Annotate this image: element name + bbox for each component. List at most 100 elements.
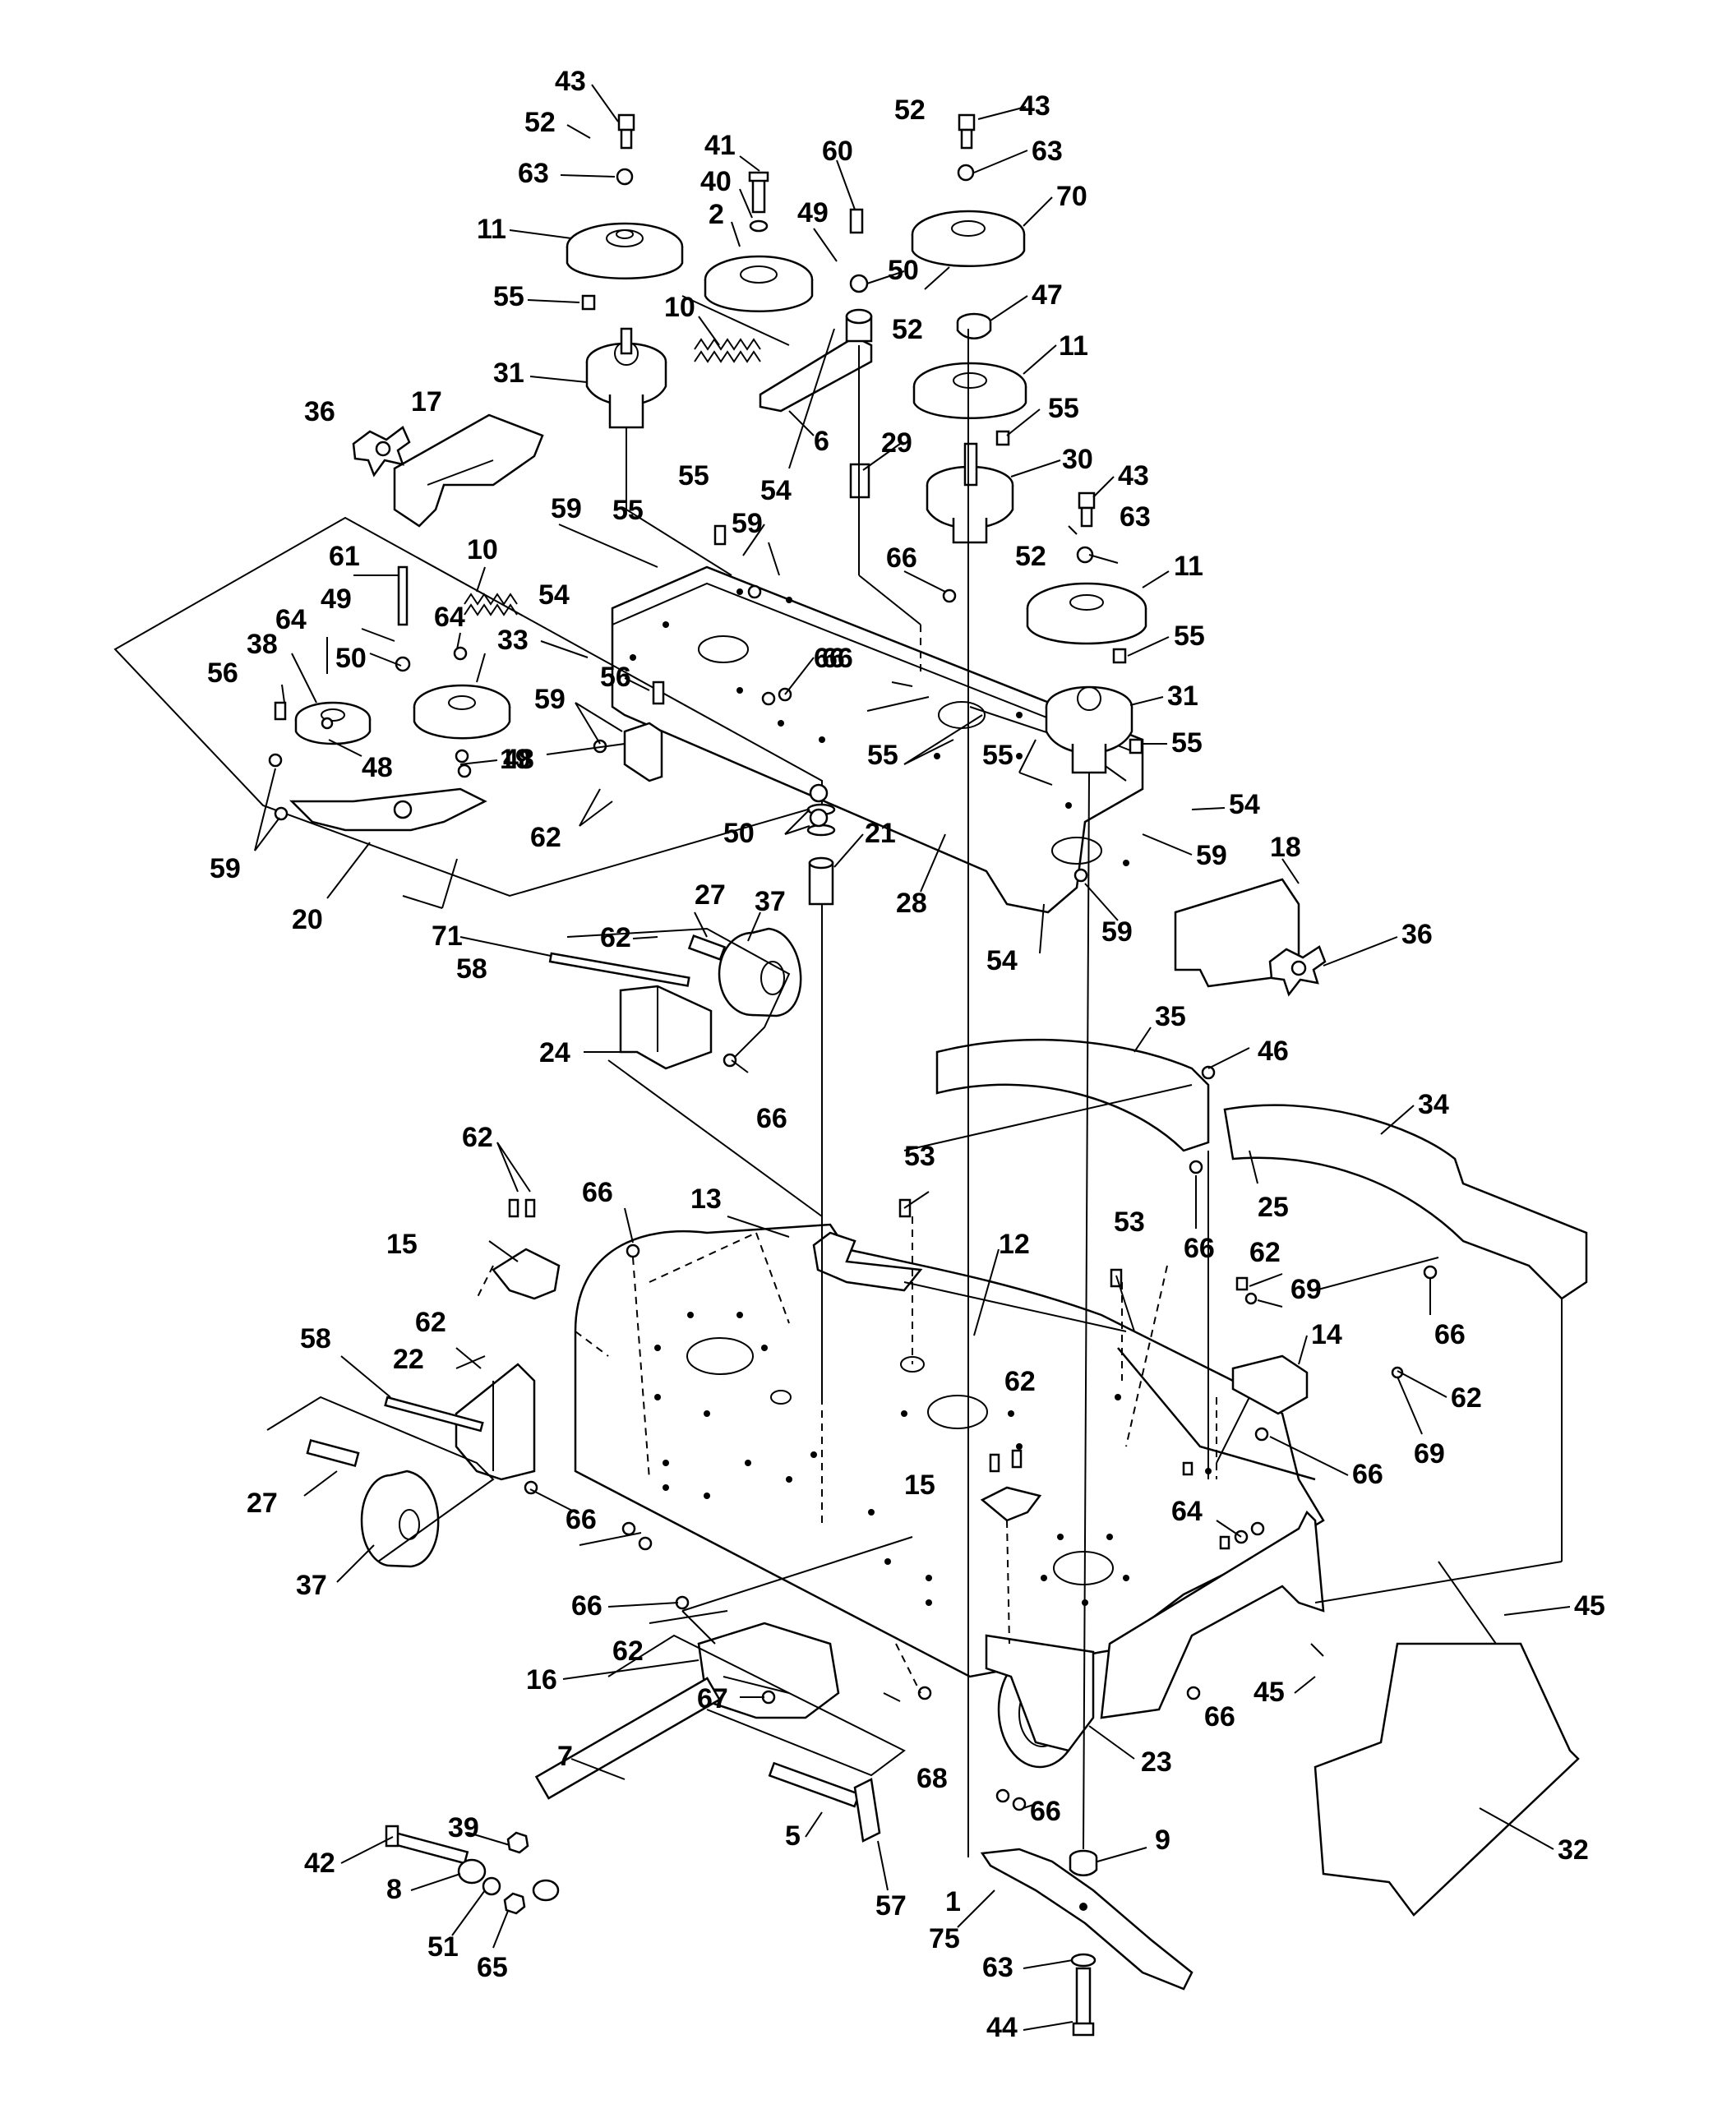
callout-11: 11 [1059, 330, 1088, 362]
callout-66: 66 [1352, 1459, 1383, 1490]
callout-45: 45 [1254, 1677, 1285, 1708]
callout-66: 66 [1184, 1233, 1215, 1264]
callout-41: 41 [704, 130, 736, 161]
callout-21: 21 [865, 818, 896, 849]
callout-56: 56 [207, 657, 238, 689]
callout-63: 63 [1032, 136, 1063, 167]
bolt-58-lower [384, 1396, 484, 1433]
callout-75: 75 [929, 1923, 960, 1954]
callout-52: 52 [524, 107, 556, 138]
callout-10: 10 [467, 534, 498, 565]
callout-52: 52 [894, 95, 926, 126]
callout-23: 23 [1141, 1746, 1172, 1778]
callout-58: 58 [456, 953, 487, 985]
callout-44: 44 [986, 2012, 1018, 2043]
wheel-callout-frame-upper [566, 927, 791, 1061]
bracket-15-left [492, 1248, 561, 1300]
washer-51 [482, 1876, 501, 1896]
callout-46: 46 [1258, 1036, 1289, 1067]
spacer-9 [1069, 1849, 1098, 1876]
callout-52: 52 [892, 314, 923, 345]
axle-callout-frame [607, 1634, 906, 1777]
axle-bracket-16 [697, 1622, 840, 1719]
callout-67: 67 [697, 1683, 728, 1714]
callout-45: 45 [1574, 1590, 1605, 1622]
callout-62: 62 [530, 822, 561, 853]
callout-59: 59 [1196, 840, 1227, 871]
callout-66: 66 [886, 542, 917, 574]
axle-7 [532, 1677, 722, 1902]
bracket-19 [623, 722, 663, 782]
callout-49: 49 [321, 584, 352, 615]
callout-36: 36 [304, 396, 335, 427]
callout-39: 39 [448, 1812, 479, 1843]
callout-labels: 43 52 63 11 55 31 41 40 2 60 49 50 10 6 … [207, 66, 1605, 2043]
callout-66: 66 [1204, 1701, 1235, 1733]
callout-64: 64 [1171, 1496, 1203, 1527]
callout-50: 50 [723, 818, 755, 849]
callout-62: 62 [1451, 1382, 1482, 1414]
nut-65 [503, 1892, 526, 1915]
callout-57: 57 [875, 1890, 907, 1922]
callout-68: 68 [916, 1763, 948, 1794]
chute-deflector-35 [935, 1038, 1210, 1152]
gauge-wheel-37-lower [306, 1438, 440, 1568]
idler-pulley-38 [294, 701, 372, 745]
roller-8 [457, 1858, 487, 1885]
bearing-47 [956, 312, 992, 339]
callout-49: 49 [797, 197, 829, 228]
belt-guard-18 [1174, 878, 1300, 988]
callout-15: 15 [386, 1229, 418, 1260]
callout-62: 62 [1249, 1237, 1281, 1268]
callout-51: 51 [427, 1931, 459, 1963]
belt-guard-17 [393, 413, 544, 528]
callout-33: 33 [497, 625, 529, 656]
caster-bracket-22 [455, 1363, 536, 1481]
callout-66: 66 [822, 643, 853, 674]
assembly-lines [476, 295, 1563, 1857]
idler-arm-6 [759, 308, 873, 413]
callout-66: 66 [756, 1103, 787, 1134]
callout-71: 71 [432, 920, 463, 952]
callout-63: 63 [982, 1952, 1013, 1983]
callout-61: 61 [329, 541, 360, 572]
knob-icon [352, 426, 411, 478]
callout-69: 69 [1290, 1274, 1322, 1305]
callout-62: 62 [1004, 1366, 1036, 1397]
callout-62: 62 [462, 1122, 493, 1153]
callout-59: 59 [732, 508, 763, 539]
callout-14: 14 [1311, 1319, 1342, 1350]
callout-70: 70 [1056, 181, 1087, 212]
callout-8: 8 [386, 1874, 402, 1905]
callout-43: 43 [1118, 460, 1149, 491]
callout-47: 47 [1032, 279, 1063, 311]
callout-34: 34 [1418, 1089, 1449, 1120]
callout-42: 42 [304, 1848, 335, 1879]
callout-66: 66 [582, 1177, 613, 1208]
callout-55: 55 [1171, 727, 1203, 759]
cutting-blade [980, 1848, 1194, 1991]
pulley-70 [911, 210, 1026, 267]
spring-icon [694, 338, 761, 363]
callout-66: 66 [571, 1590, 603, 1622]
callout-38: 38 [247, 629, 278, 660]
bolt-42 [385, 1825, 469, 1865]
callout-17: 17 [411, 386, 442, 418]
callout-1: 1 [945, 1886, 961, 1917]
callout-10: 10 [664, 292, 695, 323]
idler-pulley-2 [704, 171, 814, 312]
callout-32: 32 [1558, 1834, 1589, 1866]
callout-55: 55 [982, 740, 1013, 771]
callout-63: 63 [1120, 501, 1151, 533]
callout-50: 50 [335, 643, 367, 674]
callout-25: 25 [1258, 1192, 1289, 1223]
callout-24: 24 [539, 1037, 570, 1068]
callout-20: 20 [292, 904, 323, 935]
pulley-11-right-lower [1026, 582, 1147, 645]
callout-48: 48 [503, 744, 534, 775]
callout-12: 12 [999, 1229, 1030, 1260]
callout-55: 55 [1174, 621, 1205, 652]
callout-15: 15 [904, 1470, 935, 1501]
callout-69: 69 [1414, 1438, 1445, 1470]
discharge-chute-34 [1223, 1104, 1588, 1300]
